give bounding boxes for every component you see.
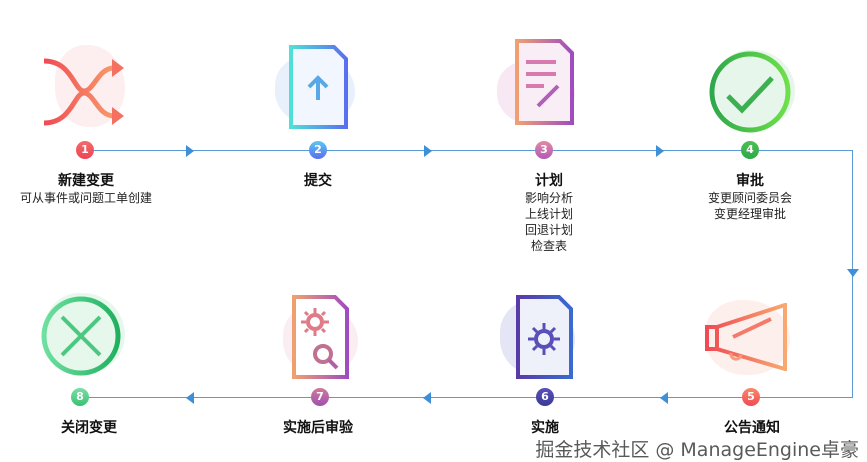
- shuffle-icon: [43, 58, 124, 126]
- step-plan: 计划 影响分析 上线计划 回退计划 检查表: [449, 172, 649, 254]
- step-number-badge: 5: [742, 388, 760, 406]
- watermark: 掘金技术社区 @ ManageEngine卓豪: [535, 439, 859, 461]
- arrow-right-icon: [656, 145, 664, 157]
- step-number-badge: 6: [536, 388, 554, 406]
- step-title: 实施: [531, 420, 559, 436]
- step-title: 公告通知: [724, 420, 780, 436]
- bottom-connector-line: [80, 397, 853, 398]
- step-title: 提交: [304, 173, 332, 189]
- arrow-right-icon: [186, 145, 194, 157]
- step-title: 计划: [535, 173, 563, 189]
- upload-document-icon: [289, 45, 348, 129]
- megaphone-icon: [705, 303, 787, 371]
- step-new-change: 新建变更 可从事件或问题工单创建: [0, 172, 186, 206]
- arrow-left-icon: [423, 392, 431, 404]
- close-circle-icon: [41, 296, 121, 376]
- step-title: 关闭变更: [61, 420, 117, 436]
- arrow-left-icon: [660, 392, 668, 404]
- step-close-change: 关闭变更: [0, 419, 189, 437]
- step-number-badge: 2: [309, 141, 327, 159]
- step-detail: 上线计划: [524, 207, 573, 221]
- arrow-down-icon: [847, 269, 859, 277]
- step-number-badge: 4: [741, 141, 759, 159]
- step-title: 新建变更: [58, 173, 114, 189]
- document-edit-icon: [515, 39, 574, 125]
- step-approval: 审批 变更顾问委员会 变更经理审批: [650, 172, 850, 222]
- top-connector-line: [86, 150, 853, 151]
- arrow-right-icon: [424, 145, 432, 157]
- step-title: 审批: [736, 173, 764, 189]
- step-number-badge: 7: [311, 388, 329, 406]
- step-submit: 提交: [218, 172, 418, 190]
- step-detail: 可从事件或问题工单创建: [19, 191, 152, 205]
- document-gear-icon: [516, 295, 573, 379]
- step-number-badge: 1: [76, 141, 94, 159]
- step-detail: 检查表: [530, 239, 567, 253]
- checkmark-circle-icon: [709, 51, 791, 133]
- step-detail: 影响分析: [524, 191, 573, 205]
- document-gear-search-icon: [292, 295, 349, 379]
- step-number-badge: 8: [71, 388, 89, 406]
- arrow-left-icon: [186, 392, 194, 404]
- step-title: 实施后审验: [283, 420, 353, 436]
- step-announcement: 公告通知: [652, 419, 852, 437]
- step-number-badge: 3: [535, 141, 553, 159]
- step-detail: 变更顾问委员会: [707, 191, 792, 205]
- step-detail: 变更经理审批: [713, 207, 786, 221]
- step-implement: 实施: [445, 419, 645, 437]
- step-detail: 回退计划: [524, 223, 573, 237]
- step-post-review: 实施后审验: [218, 419, 418, 437]
